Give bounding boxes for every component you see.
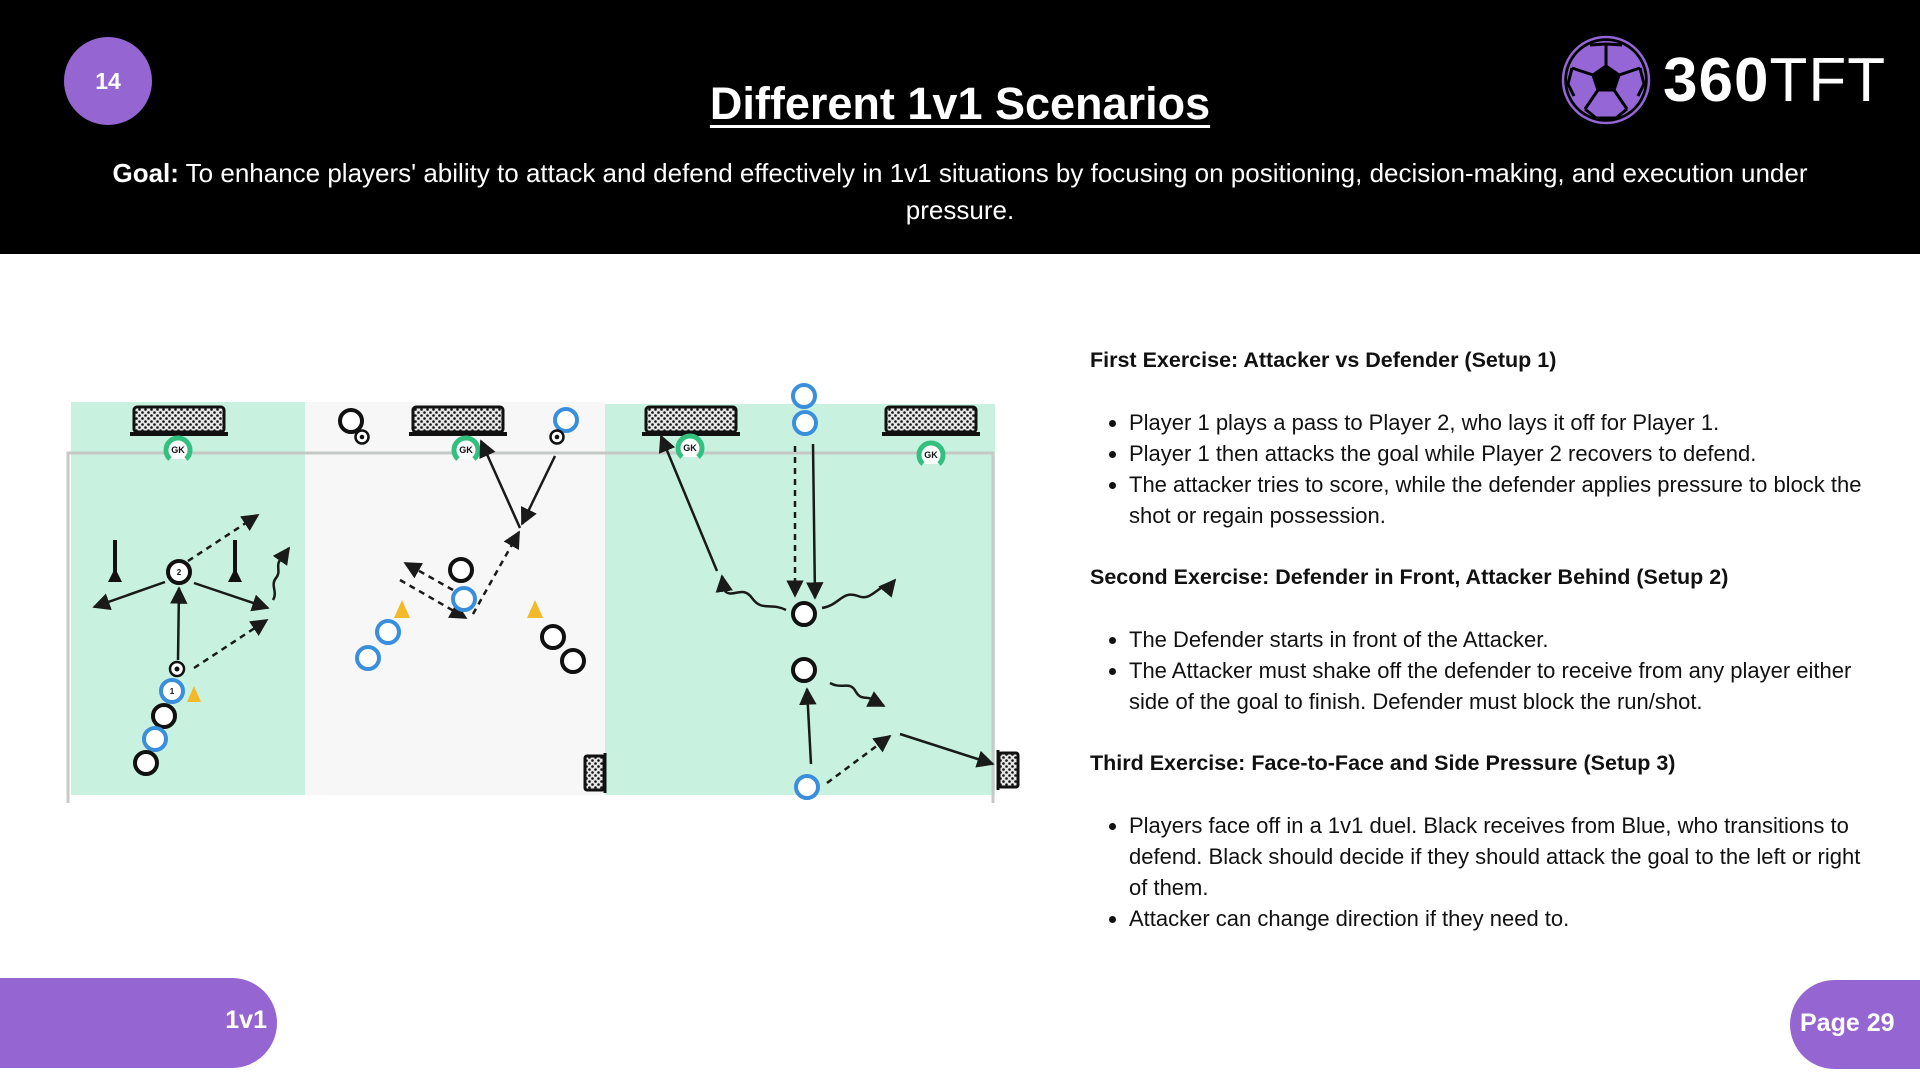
pass-arrow [806, 443, 824, 600]
ball-icon [168, 660, 186, 678]
goal-icon [642, 405, 740, 436]
blue-player [451, 586, 477, 612]
exercise-title: Second Exercise: Defender in Front, Atta… [1090, 565, 1729, 589]
blue-player [375, 619, 401, 645]
pass-arrow-dashed [826, 734, 892, 785]
exercise-2: Second Exercise: Defender in Front, Atta… [1090, 562, 1880, 717]
exercise-bullets: Player 1 plays a pass to Player 2, who l… [1090, 407, 1880, 531]
shot-arrow [658, 434, 719, 572]
black-player [791, 657, 817, 683]
blue-player [142, 726, 168, 752]
logo-wordmark-bold: 360 [1663, 46, 1770, 115]
goalkeeper-icon: GK [916, 440, 946, 466]
blue-player [791, 383, 817, 409]
cone-icon [187, 686, 201, 702]
goal-icon [409, 405, 507, 436]
dribble-arrow [715, 574, 787, 612]
pitch-panel-1 [71, 402, 305, 795]
bullet-item: The Defender starts in front of the Atta… [1129, 624, 1880, 655]
pole-icon [108, 540, 122, 582]
page-title: Different 1v1 Scenarios [709, 78, 1211, 129]
slide-number-badge: 14 [64, 37, 152, 125]
pass-arrow-dashed [187, 513, 260, 563]
run-arrow [193, 581, 270, 612]
pass-arrow-dashed [471, 530, 521, 615]
page-number-label: Page 29 [1800, 1009, 1895, 1037]
goalkeeper-icon: GK [163, 435, 193, 461]
black-player [338, 408, 364, 434]
exercise-1: First Exercise: Attacker vs Defender (Se… [1090, 345, 1880, 531]
exercise-bullets: The Defender starts in front of the Atta… [1090, 624, 1880, 717]
run-arrow-dashed [399, 578, 468, 620]
brand-logo: 360TFT [1560, 35, 1890, 126]
exercise-descriptions: First Exercise: Attacker vs Defender (Se… [1090, 345, 1880, 965]
bullet-item: Player 1 then attacks the goal while Pla… [1129, 438, 1880, 469]
bullet-item: Player 1 plays a pass to Player 2, who l… [1129, 407, 1880, 438]
ball-icon [549, 429, 565, 445]
black-player [448, 557, 474, 583]
gk-label: GK [924, 450, 938, 460]
bullet-item: Players face off in a 1v1 duel. Black re… [1129, 810, 1880, 903]
exercise-bullets: Players face off in a 1v1 duel. Black re… [1090, 810, 1880, 934]
exercise-title: First Exercise: Attacker vs Defender (Se… [1090, 348, 1557, 372]
dribble-arrow [821, 578, 897, 610]
goal-icon [882, 405, 980, 436]
blue-player [792, 410, 818, 436]
shot-arrow [479, 439, 522, 529]
black-player [560, 648, 586, 674]
bullet-item: Attacker can change direction if they ne… [1129, 903, 1880, 934]
exercise-title: Third Exercise: Face-to-Face and Side Pr… [1090, 751, 1676, 775]
logo-wordmark-light: TFT [1769, 46, 1887, 115]
goalkeeper-icon: GK [451, 435, 481, 461]
dribble-arrow [829, 681, 886, 708]
bullet-item: The attacker tries to score, while the d… [1129, 469, 1880, 531]
bullet-item: The Attacker must shake off the defender… [1129, 655, 1880, 717]
player-1-label: 1 [170, 687, 175, 696]
player-2-label: 2 [177, 568, 182, 577]
player-2-marker: 2 [166, 559, 192, 585]
player-1-marker: 1 [159, 678, 185, 704]
cone-icon [394, 600, 410, 618]
pass-arrow [170, 586, 188, 661]
pitch-panel-3 [605, 404, 995, 795]
run-arrow [92, 580, 166, 611]
ball-icon [354, 429, 370, 445]
pass-arrow-dashed [193, 618, 269, 670]
goal-label: Goal: [112, 158, 179, 188]
gk-label: GK [171, 445, 185, 455]
soccer-ball-icon [1561, 35, 1651, 125]
blue-player [794, 774, 820, 800]
goal-text: To enhance players' ability to attack an… [178, 158, 1808, 225]
goal-statement: Goal: To enhance players' ability to att… [110, 155, 1810, 229]
drill-diagram: GK GK GK GK 2 1 [66, 383, 1020, 803]
gk-label: GK [683, 443, 697, 453]
run-arrow-dashed [403, 561, 454, 592]
black-player [540, 624, 566, 650]
gk-label: GK [459, 445, 473, 455]
goal-icon [130, 405, 228, 436]
shot-arrow [899, 732, 995, 768]
header-bar: 14 Different 1v1 Scenarios Goal: To enha… [0, 0, 1920, 254]
page-number-tab: Page 29 [1790, 980, 1920, 1069]
pass-arrow [520, 455, 557, 526]
dribble-arrow [271, 546, 291, 601]
black-player [791, 601, 817, 627]
topic-label: 1v1 [225, 1006, 267, 1034]
blue-player [355, 645, 381, 671]
goalkeeper-icon: GK [675, 433, 705, 459]
blue-player [553, 407, 579, 433]
logo-wordmark: 360TFT [1663, 46, 1886, 116]
exercise-3: Third Exercise: Face-to-Face and Side Pr… [1090, 748, 1880, 934]
pass-arrow [799, 687, 817, 765]
black-player [133, 750, 159, 776]
mini-goal-icon [583, 753, 607, 793]
topic-tab: 1v1 [0, 978, 277, 1068]
black-player [151, 703, 177, 729]
mini-goal-icon [996, 750, 1020, 790]
pole-icon [228, 540, 242, 582]
cone-icon [527, 600, 543, 618]
